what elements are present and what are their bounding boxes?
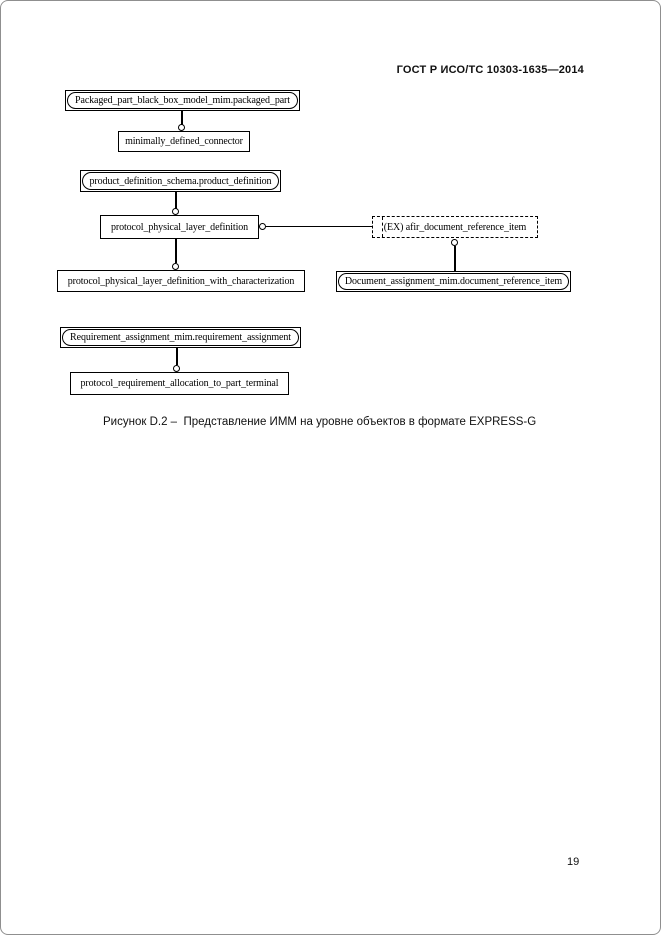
- node-protocol-with-characterization: protocol_physical_layer_definition_with_…: [57, 270, 305, 292]
- node-protocol-physical-layer-definition: protocol_physical_layer_definition: [100, 215, 259, 239]
- edge-requirement-to-allocation: [176, 348, 178, 365]
- figure-caption: Рисунок D.2 – Представление ИММ на уровн…: [103, 416, 537, 428]
- relation-circle: [259, 223, 266, 230]
- document-header-designation: ГОСТ Р ИСО/ТС 10303-1635—2014: [396, 64, 584, 76]
- node-label: Packaged_part_black_box_model_mim.packag…: [67, 92, 298, 109]
- edge-product-definition-to-protocol: [175, 192, 177, 209]
- node-product-definition-ref: product_definition_schema.product_defini…: [80, 170, 281, 192]
- select-type-bar: [382, 217, 383, 237]
- node-label: Document_assignment_mim.document_referen…: [338, 273, 569, 290]
- page-number: 19: [567, 856, 580, 868]
- node-label: (EX) afir_document_reference_item: [383, 221, 527, 233]
- node-label: product_definition_schema.product_defini…: [82, 172, 279, 190]
- relation-circle: [172, 208, 179, 215]
- node-document-reference-item-ref: Document_assignment_mim.document_referen…: [336, 271, 571, 292]
- edge-packaged-part-to-connector: [181, 111, 183, 125]
- node-requirement-assignment-ref: Requirement_assignment_mim.requirement_a…: [60, 327, 301, 348]
- node-afir-document-reference-item: (EX) afir_document_reference_item: [372, 216, 538, 238]
- node-packaged-part-ref: Packaged_part_black_box_model_mim.packag…: [65, 90, 300, 111]
- edge-select-to-document-ref: [454, 246, 456, 271]
- node-protocol-requirement-allocation: protocol_requirement_allocation_to_part_…: [70, 372, 289, 395]
- edge-protocol-to-characterization: [175, 239, 177, 263]
- relation-circle: [178, 124, 185, 131]
- node-label: Requirement_assignment_mim.requirement_a…: [62, 329, 299, 346]
- node-minimally-defined-connector: minimally_defined_connector: [118, 131, 250, 152]
- relation-circle: [173, 365, 180, 372]
- edge-protocol-to-select: [266, 226, 372, 227]
- relation-circle: [451, 239, 458, 246]
- relation-circle: [172, 263, 179, 270]
